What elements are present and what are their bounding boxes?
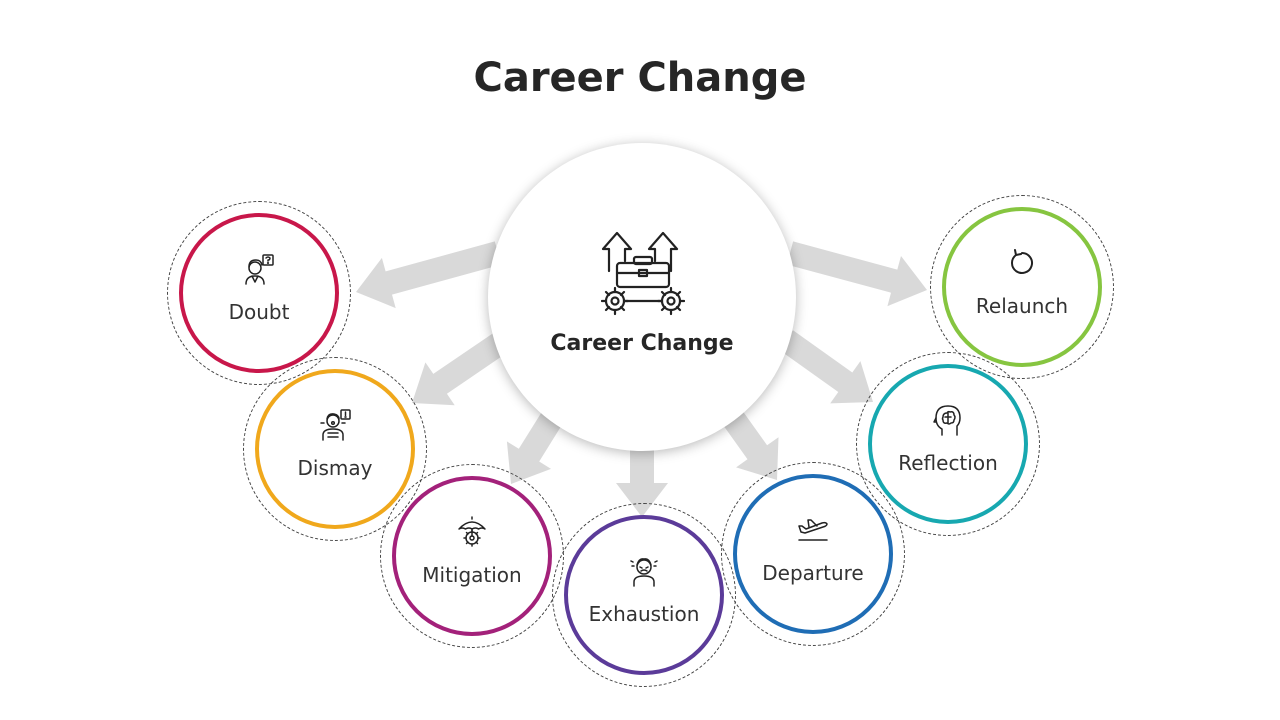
head-brain-icon bbox=[933, 405, 961, 436]
stage-ring: Departure bbox=[733, 474, 893, 634]
stage-node-mitigation: Mitigation bbox=[380, 464, 564, 648]
stage-label: Doubt bbox=[228, 300, 290, 324]
stage-ring: Dismay bbox=[255, 369, 415, 529]
stage-node-doubt: Doubt bbox=[167, 201, 351, 385]
stage-label: Mitigation bbox=[422, 563, 522, 587]
arrow-to-doubt bbox=[356, 241, 502, 309]
stage-ring: Doubt bbox=[179, 213, 339, 373]
stage-node-exhaustion: Exhaustion bbox=[552, 503, 736, 687]
arrow-to-mitigation bbox=[506, 408, 565, 484]
stage-ring: Relaunch bbox=[942, 207, 1102, 367]
person-question-icon bbox=[245, 254, 274, 285]
stage-node-relaunch: Relaunch bbox=[930, 195, 1114, 379]
umbrella-gear-icon bbox=[458, 516, 486, 547]
stage-label: Dismay bbox=[297, 456, 373, 480]
arrow-to-departure bbox=[720, 407, 779, 480]
stage-label: Departure bbox=[762, 561, 864, 585]
arrow-to-relaunch bbox=[786, 241, 927, 307]
arrow-to-dismay bbox=[412, 333, 507, 406]
stage-ring: Mitigation bbox=[392, 476, 552, 636]
airplane-takeoff-icon bbox=[798, 519, 828, 541]
stage-ring: Reflection bbox=[868, 364, 1028, 524]
diagram-title: Career Change bbox=[473, 55, 807, 101]
stage-label: Relaunch bbox=[975, 294, 1069, 318]
briefcase-gears-arrows-icon bbox=[601, 231, 685, 316]
stage-ring: Exhaustion bbox=[564, 515, 724, 675]
stage-label: Exhaustion bbox=[588, 602, 700, 626]
stage-node-dismay: Dismay bbox=[243, 357, 427, 541]
center-label: Career Change bbox=[550, 331, 734, 356]
person-alert-icon bbox=[320, 409, 351, 441]
center-hub: Career Change bbox=[488, 143, 796, 451]
arrow-to-exhaustion bbox=[616, 450, 668, 517]
tired-person-icon bbox=[630, 558, 658, 587]
stage-label: Reflection bbox=[898, 451, 998, 475]
arrow-to-reflection bbox=[779, 330, 873, 404]
stage-node-reflection: Reflection bbox=[856, 352, 1040, 536]
refresh-icon bbox=[1011, 249, 1033, 274]
stage-node-departure: Departure bbox=[721, 462, 905, 646]
